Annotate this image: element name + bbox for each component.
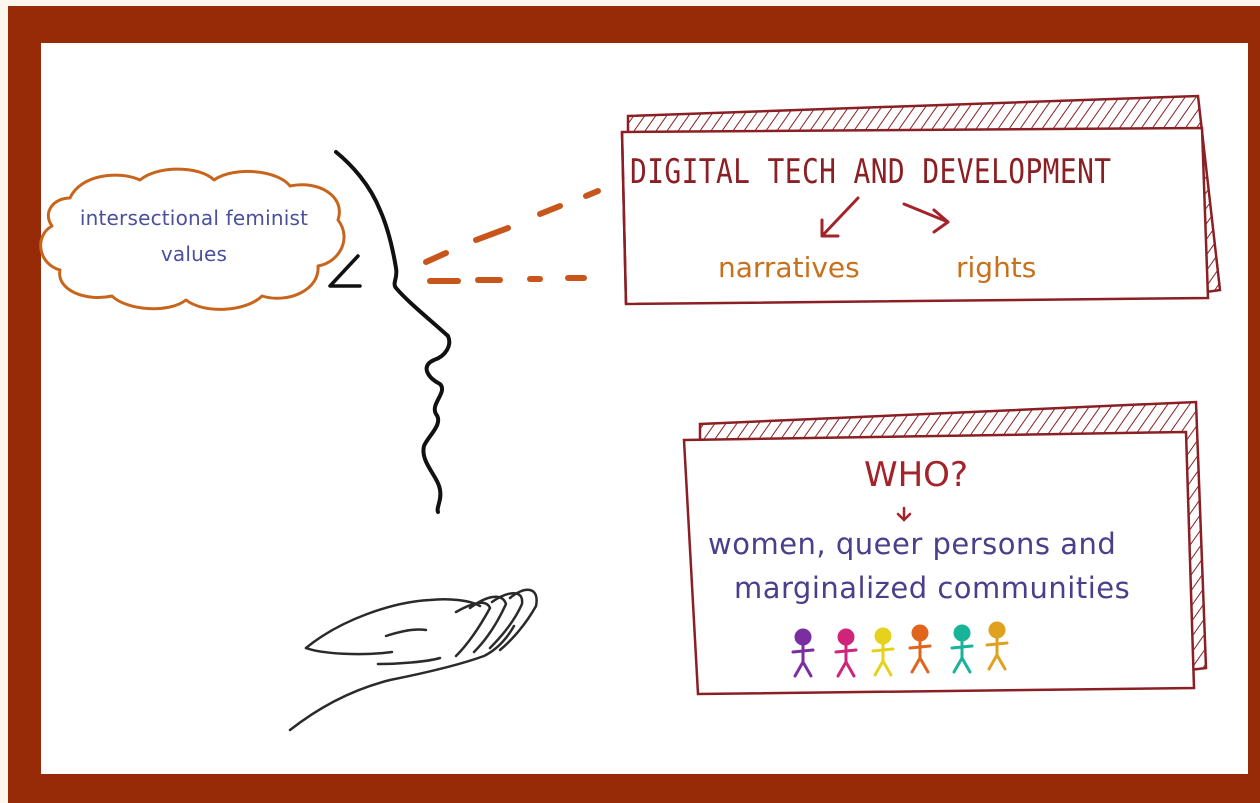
person-figure (871, 627, 895, 677)
people-group (791, 621, 1009, 678)
person-figure (908, 624, 932, 674)
person-figure (950, 624, 974, 674)
gaze-lines (423, 188, 601, 284)
who-text-line-2: marginalized communities (734, 571, 1131, 605)
cloud-text-line-1: intersectional feminist (79, 206, 309, 230)
eye-icon (328, 254, 362, 288)
who-text-line-1: women, queer persons and (708, 527, 1117, 561)
tech-box (620, 94, 1222, 306)
who-title: WHO? (864, 455, 968, 495)
who-box (682, 400, 1208, 696)
tech-box-title: DIGITAL TECH AND DEVELOPMENT (630, 152, 1112, 192)
cloud-text-line-2: values (160, 242, 228, 266)
person-figure (834, 628, 858, 678)
person-figure (985, 621, 1009, 671)
rights-label: rights (956, 251, 1037, 284)
person-figure (791, 628, 815, 678)
face-profile (334, 150, 452, 514)
narratives-label: narratives (718, 251, 860, 284)
open-hand (288, 588, 538, 732)
thought-cloud (39, 167, 346, 311)
